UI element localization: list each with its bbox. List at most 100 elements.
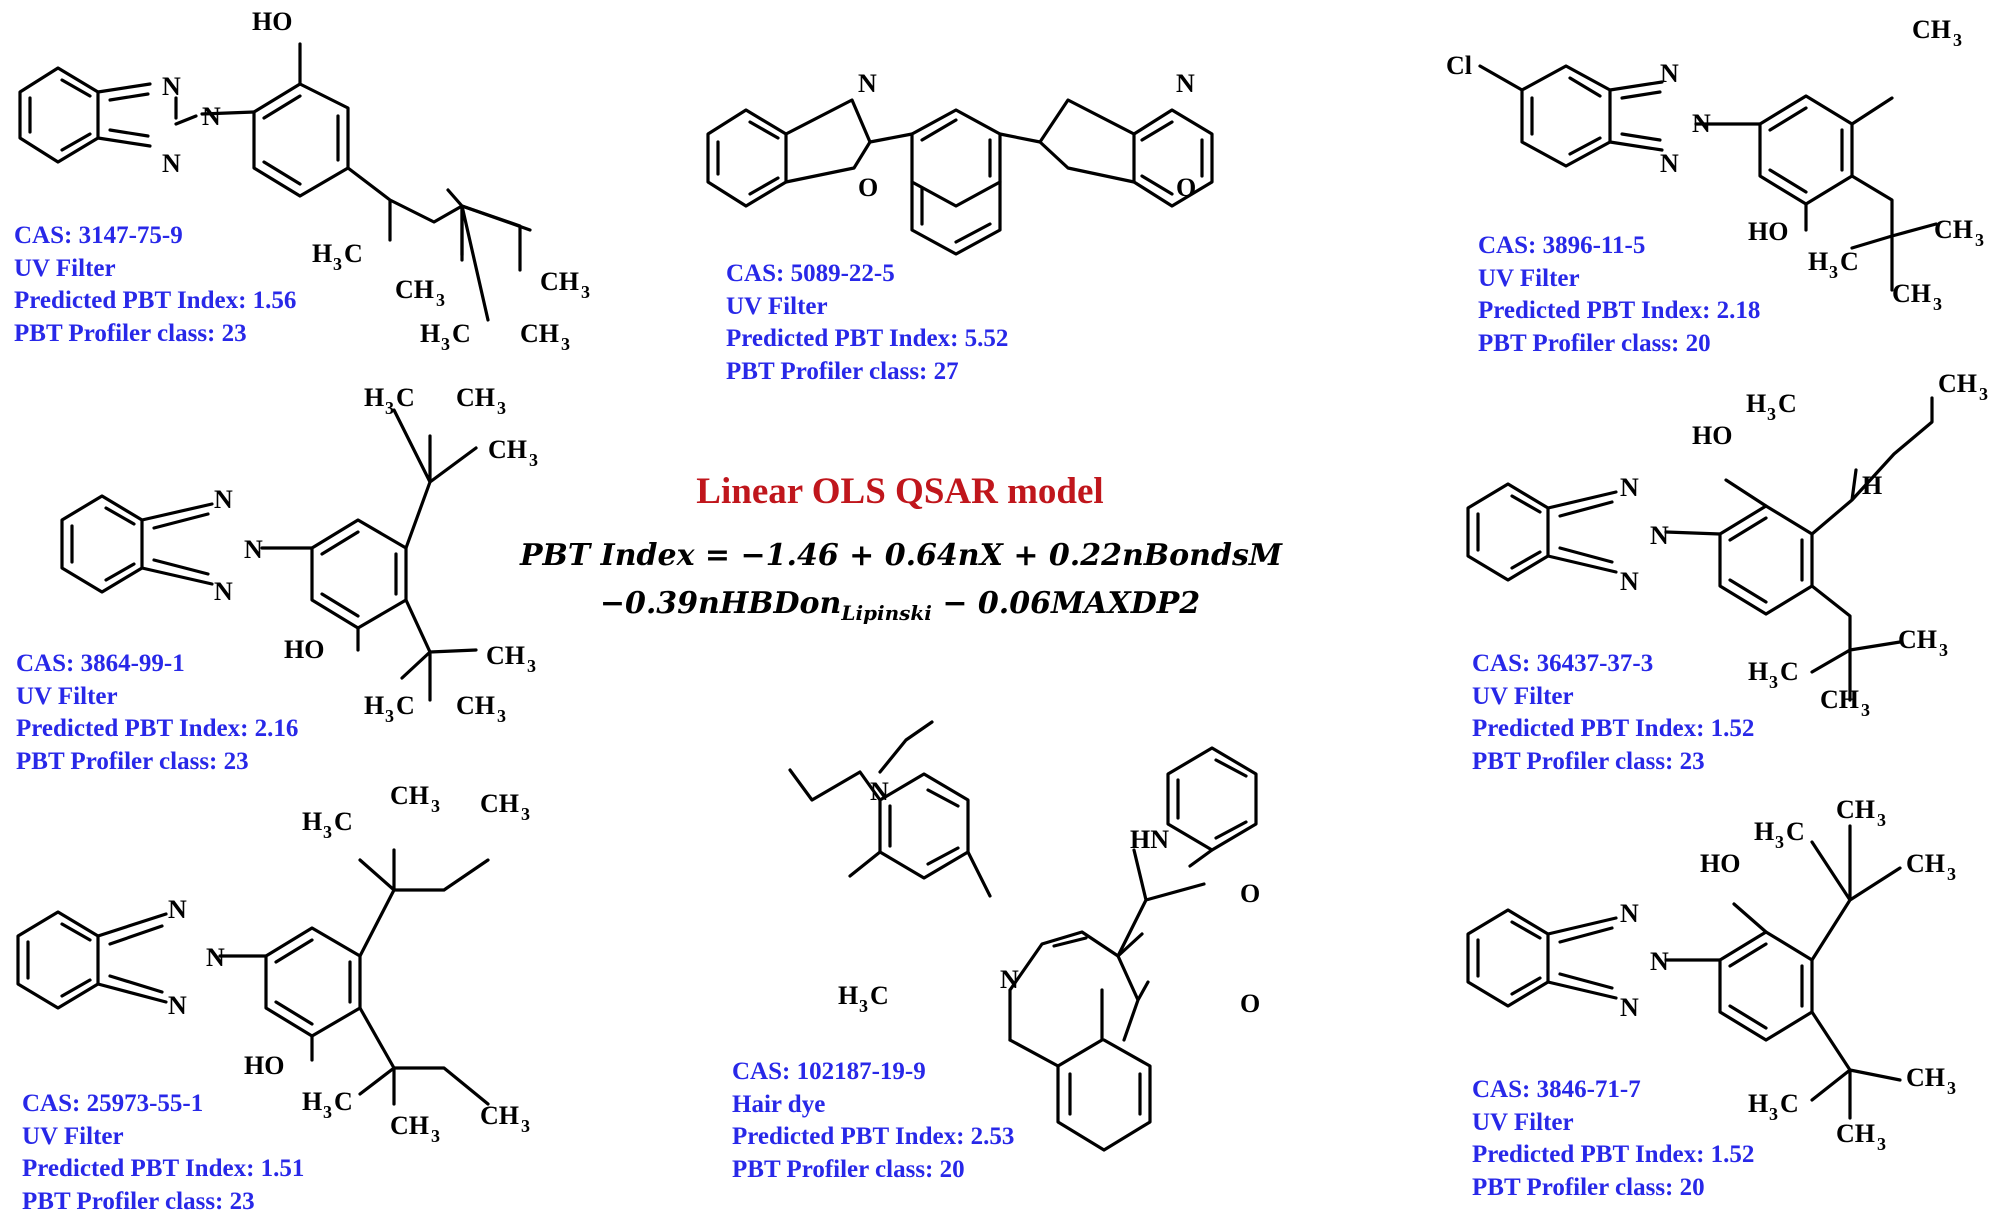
svg-text:HO: HO <box>244 1051 284 1080</box>
cas-number: CAS: 5089-22-5 <box>726 258 1008 291</box>
predicted-pbt-index: Predicted PBT Index: 1.51 <box>22 1153 304 1186</box>
svg-text:N: N <box>1000 965 1019 994</box>
svg-text:C: C <box>344 239 363 268</box>
svg-text:O: O <box>1240 879 1260 908</box>
svg-text:N: N <box>206 943 225 972</box>
svg-text:3: 3 <box>1877 1134 1886 1154</box>
cas-number: CAS: 3864-99-1 <box>16 648 298 681</box>
svg-text:N: N <box>1650 947 1669 976</box>
svg-text:C: C <box>1840 247 1859 276</box>
pbt-profiler-class: PBT Profiler class: 23 <box>1472 746 1754 779</box>
svg-text:H: H <box>1862 471 1882 500</box>
svg-text:HO: HO <box>1700 849 1740 878</box>
cas-number: CAS: 3846-71-7 <box>1472 1074 1754 1107</box>
model-title: Linear OLS QSAR model <box>520 470 1280 513</box>
svg-text:3: 3 <box>1767 404 1776 424</box>
svg-text:H: H <box>302 1087 322 1116</box>
svg-text:3: 3 <box>497 398 506 418</box>
predicted-pbt-index: Predicted PBT Index: 2.18 <box>1478 295 1760 328</box>
equation-term-hbdon: −0.39nHBDon <box>600 586 842 621</box>
svg-text:3: 3 <box>385 706 394 726</box>
svg-text:3: 3 <box>1829 262 1838 282</box>
svg-text:3: 3 <box>323 1102 332 1122</box>
svg-text:3: 3 <box>1939 640 1948 660</box>
compound-use: UV Filter <box>1478 263 1760 296</box>
svg-text:C: C <box>1786 817 1805 846</box>
svg-text:H: H <box>312 239 332 268</box>
compound-info-8: CAS: 3846-71-7 UV Filter Predicted PBT I… <box>1472 1074 1754 1204</box>
svg-text:N: N <box>1620 899 1639 928</box>
equation-term-maxdp2: − 0.06MAXDP2 <box>932 586 1200 621</box>
svg-text:CH: CH <box>486 641 525 670</box>
pbt-profiler-class: PBT Profiler class: 20 <box>1472 1172 1754 1205</box>
compound-use: UV Filter <box>726 291 1008 324</box>
svg-text:HO: HO <box>252 7 292 36</box>
svg-text:CH: CH <box>1906 849 1945 878</box>
svg-text:N: N <box>1650 521 1669 550</box>
svg-text:O: O <box>1176 173 1196 202</box>
svg-text:N: N <box>1620 993 1639 1022</box>
svg-text:3: 3 <box>441 334 450 354</box>
svg-text:HO: HO <box>1692 421 1732 450</box>
cas-number: CAS: 25973-55-1 <box>22 1088 304 1121</box>
svg-text:CH: CH <box>1938 369 1977 398</box>
compound-use: UV Filter <box>1472 1107 1754 1140</box>
compound-info-3: CAS: 3896-11-5 UV Filter Predicted PBT I… <box>1478 230 1760 360</box>
svg-text:CH: CH <box>1912 15 1951 44</box>
predicted-pbt-index: Predicted PBT Index: 1.52 <box>1472 713 1754 746</box>
svg-text:O: O <box>858 173 878 202</box>
compound-use: Hair dye <box>732 1089 1014 1122</box>
svg-text:CH: CH <box>1898 625 1937 654</box>
svg-text:N: N <box>858 69 877 98</box>
svg-text:3: 3 <box>1775 832 1784 852</box>
svg-text:3: 3 <box>1947 864 1956 884</box>
compound-use: UV Filter <box>22 1121 304 1154</box>
cas-number: CAS: 3896-11-5 <box>1478 230 1760 263</box>
compound-use: UV Filter <box>14 253 296 286</box>
svg-text:3: 3 <box>1769 1104 1778 1124</box>
svg-text:N: N <box>214 485 233 514</box>
svg-text:C: C <box>1780 657 1799 686</box>
svg-text:3: 3 <box>1953 30 1962 50</box>
compound-info-5: CAS: 36437-37-3 UV Filter Predicted PBT … <box>1472 648 1754 778</box>
svg-text:N: N <box>214 577 233 606</box>
svg-text:3: 3 <box>521 1116 530 1136</box>
svg-text:3: 3 <box>529 450 538 470</box>
cas-number: CAS: 36437-37-3 <box>1472 648 1754 681</box>
cas-number: CAS: 102187-19-9 <box>732 1056 1014 1089</box>
svg-text:3: 3 <box>333 254 342 274</box>
svg-text:CH: CH <box>1892 279 1931 308</box>
svg-text:H: H <box>420 319 440 348</box>
svg-text:CH: CH <box>1934 215 1973 244</box>
cas-number: CAS: 3147-75-9 <box>14 220 296 253</box>
compound-info-4: CAS: 3864-99-1 UV Filter Predicted PBT I… <box>16 648 298 778</box>
svg-text:3: 3 <box>323 822 332 842</box>
pbt-profiler-class: PBT Profiler class: 23 <box>14 318 296 351</box>
svg-text:N: N <box>1620 473 1639 502</box>
svg-text:N: N <box>1692 109 1711 138</box>
svg-text:C: C <box>334 1087 353 1116</box>
svg-text:CH: CH <box>456 691 495 720</box>
pbt-profiler-class: PBT Profiler class: 27 <box>726 356 1008 389</box>
svg-text:3: 3 <box>859 996 868 1016</box>
svg-text:CH: CH <box>1836 1119 1875 1148</box>
svg-text:N: N <box>1620 567 1639 596</box>
svg-text:3: 3 <box>1769 672 1778 692</box>
svg-text:H: H <box>1808 247 1828 276</box>
svg-text:C: C <box>334 807 353 836</box>
svg-text:N: N <box>168 895 187 924</box>
svg-text:CH: CH <box>390 781 429 810</box>
svg-text:H: H <box>364 691 384 720</box>
predicted-pbt-index: Predicted PBT Index: 5.52 <box>726 323 1008 356</box>
svg-text:3: 3 <box>581 282 590 302</box>
svg-text:CH: CH <box>1906 1063 1945 1092</box>
compound-info-1: CAS: 3147-75-9 UV Filter Predicted PBT I… <box>14 220 296 350</box>
svg-text:C: C <box>396 383 415 412</box>
pbt-profiler-class: PBT Profiler class: 20 <box>732 1154 1014 1187</box>
svg-text:N: N <box>202 102 221 131</box>
svg-text:Cl: Cl <box>1446 51 1472 80</box>
pbt-profiler-class: PBT Profiler class: 23 <box>16 746 298 779</box>
svg-text:C: C <box>1778 389 1797 418</box>
svg-text:C: C <box>870 981 889 1010</box>
svg-text:CH: CH <box>395 275 434 304</box>
